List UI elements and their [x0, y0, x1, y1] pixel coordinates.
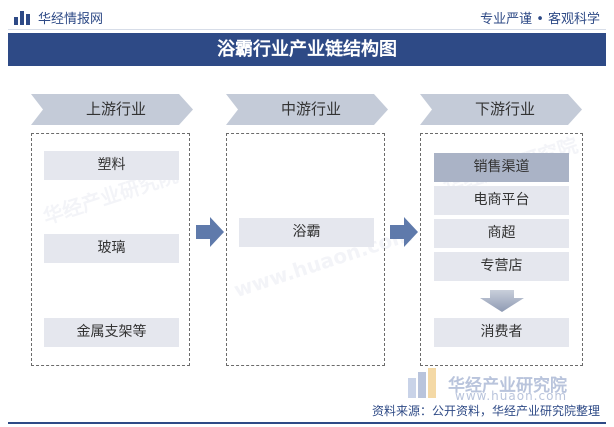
downstream-item-consumer: 消费者 [434, 318, 569, 347]
stage-downstream: 下游行业 [420, 94, 584, 125]
upstream-item-plastic: 塑料 [44, 151, 179, 180]
stage-label: 上游行业 [85, 100, 146, 118]
chevron-shape [420, 94, 582, 125]
stage-label: 下游行业 [474, 100, 535, 118]
downstream-item-specialty-store: 专营店 [434, 252, 569, 281]
downstream-item-sales-channel: 销售渠道 [434, 153, 569, 182]
header-divider [8, 29, 606, 30]
bottom-divider [8, 422, 606, 424]
downstream-item-supermarket: 商超 [434, 219, 569, 248]
midstream-panel [226, 133, 385, 366]
upstream-panel [31, 133, 190, 366]
brand-watermark: 华经产业研究院 [408, 368, 567, 398]
logo-text: 华经情报网 [38, 12, 104, 27]
upstream-item-glass: 玻璃 [44, 234, 179, 263]
upstream-item-metal-bracket: 金属支架等 [44, 318, 179, 347]
top-bar: 华经情报网 专业严谨 • 客观科学 [0, 0, 614, 30]
downstream-panel [420, 133, 583, 366]
right-arrow-icon [196, 217, 224, 247]
midstream-item-bath-heater: 浴霸 [239, 218, 374, 247]
source-note: 资料来源：公开资料，华经产业研究院整理 [371, 404, 600, 418]
stage-upstream: 上游行业 [31, 94, 195, 125]
chevron-shape [31, 94, 193, 125]
downstream-item-ecommerce: 电商平台 [434, 186, 569, 215]
bar-chart-icon [14, 10, 32, 25]
down-arrow-icon [480, 290, 524, 312]
logo: 华经情报网 [14, 8, 103, 27]
brand-watermark-text: 华经产业研究院 [448, 375, 567, 396]
chevron-shape [226, 94, 388, 125]
right-arrow-icon [390, 217, 418, 247]
stage-label: 中游行业 [280, 100, 341, 118]
brand-logo-icon [408, 368, 436, 398]
slogan: 专业严谨 • 客观科学 [480, 12, 600, 27]
brand-watermark-url: www.huaon.com [455, 389, 568, 403]
stage-midstream: 中游行业 [226, 94, 390, 125]
page-title: 浴霸行业产业链结构图 [8, 33, 606, 66]
